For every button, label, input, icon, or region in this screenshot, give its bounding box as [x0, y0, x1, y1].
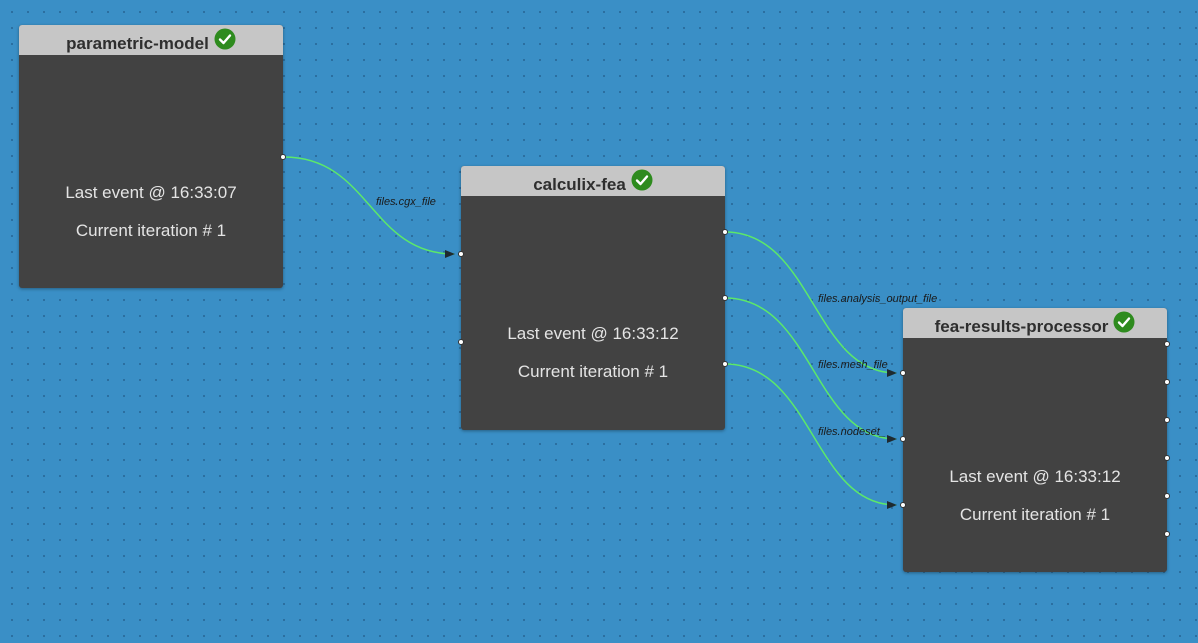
- last-event-text: Last event @ 16:33:07: [65, 183, 237, 202]
- output-port[interactable]: [1164, 417, 1170, 423]
- node-title: parametric-model: [66, 33, 209, 53]
- current-iteration-text: Current iteration # 1: [959, 505, 1111, 524]
- node-header[interactable]: parametric-model: [19, 25, 283, 55]
- edge-nodeset[interactable]: [724, 363, 897, 509]
- edge-label-analysis-output-file: files.analysis_output_file: [818, 293, 937, 305]
- input-port[interactable]: [900, 436, 906, 442]
- output-port[interactable]: [1164, 379, 1170, 385]
- edge-label-mesh-file: files.mesh_file: [818, 359, 888, 371]
- output-port[interactable]: [1164, 531, 1170, 537]
- node-header[interactable]: calculix-fea: [461, 166, 725, 196]
- current-iteration-text: Current iteration # 1: [75, 221, 227, 240]
- last-event-text: Last event @ 16:33:12: [507, 324, 679, 343]
- output-port[interactable]: [722, 295, 728, 301]
- output-port[interactable]: [1164, 493, 1170, 499]
- node-parametric-model[interactable]: parametric-model Last event @ 16:33:07 C…: [19, 25, 286, 288]
- check-circle-icon: [214, 28, 236, 49]
- edge-cgx-file[interactable]: [283, 156, 455, 258]
- node-title: fea-results-processor: [934, 316, 1109, 336]
- node-calculix-fea[interactable]: calculix-fea Last event @ 16:33:12 Curre…: [458, 166, 728, 430]
- node-body: Last event @ 16:33:12 Current iteration …: [461, 315, 725, 391]
- node-title: calculix-fea: [533, 174, 626, 194]
- output-port[interactable]: [722, 229, 728, 235]
- node-header[interactable]: fea-results-processor: [903, 308, 1167, 338]
- edge-label-cgx-file: files.cgx_file: [376, 196, 436, 208]
- input-port[interactable]: [900, 370, 906, 376]
- input-port[interactable]: [458, 251, 464, 257]
- edge-analysis-output-file[interactable]: [724, 231, 897, 377]
- output-port[interactable]: [280, 154, 286, 160]
- node-body: Last event @ 16:33:12 Current iteration …: [903, 458, 1167, 534]
- node-body: Last event @ 16:33:07 Current iteration …: [19, 174, 283, 250]
- output-port[interactable]: [1164, 455, 1170, 461]
- last-event-text: Last event @ 16:33:12: [949, 467, 1121, 486]
- output-port[interactable]: [722, 361, 728, 367]
- input-port[interactable]: [900, 502, 906, 508]
- current-iteration-text: Current iteration # 1: [517, 362, 669, 381]
- output-port[interactable]: [1164, 341, 1170, 347]
- check-circle-icon: [1113, 311, 1135, 332]
- check-circle-icon: [631, 169, 653, 190]
- node-fea-results-processor[interactable]: fea-results-processor Last event @ 16:33…: [900, 308, 1170, 572]
- edge-label-nodeset: files.nodeset_: [818, 426, 886, 438]
- edge-mesh-file[interactable]: [724, 297, 897, 443]
- input-port[interactable]: [458, 339, 464, 345]
